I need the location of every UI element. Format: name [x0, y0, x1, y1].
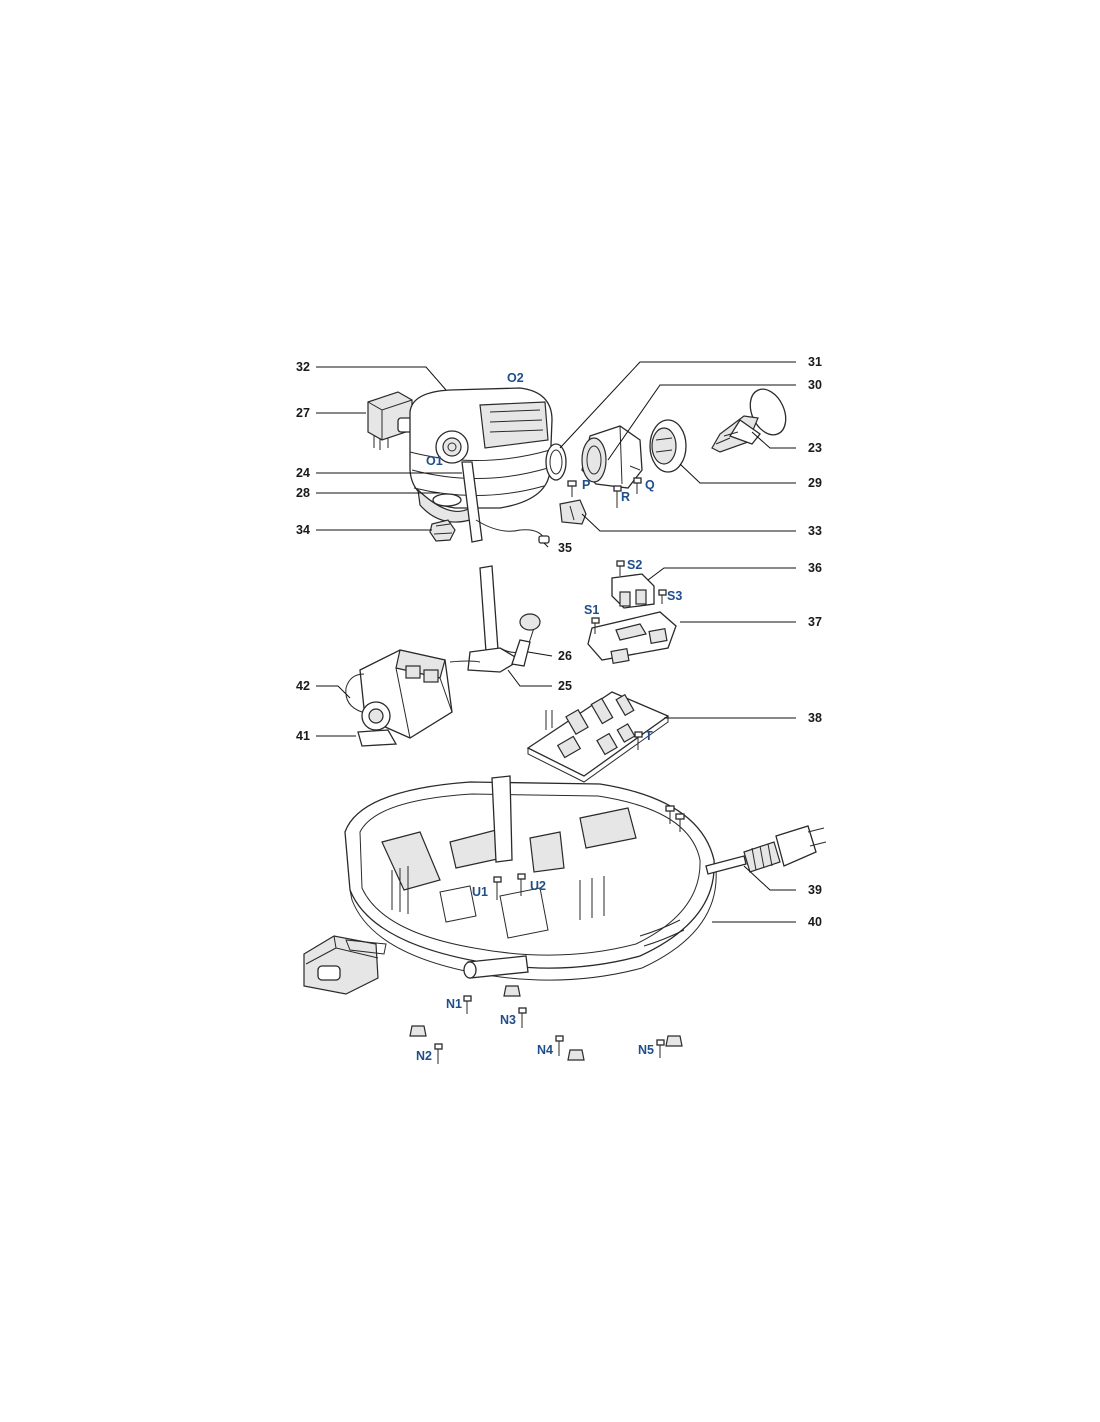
steam-tube — [461, 461, 483, 543]
code-n2: N2 — [416, 1049, 432, 1063]
callout-24: 24 — [296, 466, 310, 480]
callout-27: 27 — [296, 406, 310, 420]
group-head-parts — [559, 388, 787, 525]
callout-23: 23 — [808, 441, 822, 455]
screw-q — [633, 477, 642, 494]
code-n1: N1 — [446, 997, 462, 1011]
boiler-wire — [475, 519, 546, 541]
wire-connector — [538, 535, 550, 544]
screw-u2 — [517, 873, 526, 896]
screw-u1 — [493, 876, 502, 900]
screw-n2 — [434, 1043, 443, 1064]
base-screw-pair — [665, 805, 685, 832]
group-head — [581, 425, 643, 489]
screw-t — [634, 731, 643, 750]
foot-1 — [503, 985, 521, 997]
callout-32: 32 — [296, 360, 310, 374]
boiler-outlet-fitting — [435, 430, 469, 464]
portafilter — [711, 388, 787, 453]
callout-37: 37 — [808, 615, 822, 629]
screw-s3 — [658, 589, 667, 604]
thermostat — [429, 519, 456, 542]
switch-upper — [611, 573, 655, 609]
code-s1: S1 — [584, 603, 599, 617]
callout-40: 40 — [808, 915, 822, 929]
switch-lower — [587, 611, 677, 664]
boiler-gasket — [545, 443, 567, 481]
screw-n5 — [656, 1039, 665, 1058]
foot-3 — [567, 1049, 585, 1061]
pump-assembly — [345, 649, 453, 747]
fastener-codes: O2 O1 P Q R S2 S3 S1 T U1 U2 N1 N3 N2 N4… — [416, 371, 682, 1063]
power-cord — [705, 825, 827, 875]
code-o2: O2 — [507, 371, 524, 385]
steam-pipe-assembly — [449, 565, 541, 673]
foot-4 — [665, 1035, 683, 1047]
foot-2 — [409, 1025, 427, 1037]
shower-holder — [649, 419, 687, 473]
base — [344, 775, 717, 981]
screw-n1 — [463, 995, 472, 1014]
callout-numbers: 32 27 24 28 34 35 31 30 23 29 33 36 37 2… — [296, 355, 822, 929]
callout-42: 42 — [296, 679, 310, 693]
code-t: T — [645, 729, 653, 743]
callout-34: 34 — [296, 523, 310, 537]
code-n5: N5 — [638, 1043, 654, 1057]
solenoid-valve — [367, 391, 415, 450]
callout-31: 31 — [808, 355, 822, 369]
code-n3: N3 — [500, 1013, 516, 1027]
screw-r — [613, 485, 622, 508]
callout-41: 41 — [296, 729, 310, 743]
boiler-assembly — [367, 387, 567, 544]
code-o1: O1 — [426, 454, 443, 468]
screw-s2 — [616, 560, 625, 576]
callout-35: 35 — [558, 541, 572, 555]
code-u1: U1 — [472, 885, 488, 899]
code-s3: S3 — [667, 589, 682, 603]
callout-29: 29 — [808, 476, 822, 490]
callout-33: 33 — [808, 524, 822, 538]
switch-assembly — [587, 560, 677, 664]
callout-25: 25 — [558, 679, 572, 693]
callout-26: 26 — [558, 649, 572, 663]
code-s2: S2 — [627, 558, 642, 572]
callout-39: 39 — [808, 883, 822, 897]
callout-36: 36 — [808, 561, 822, 575]
callout-38: 38 — [808, 711, 822, 725]
screw-n4 — [555, 1035, 564, 1056]
screw-s1 — [591, 617, 600, 634]
callout-28: 28 — [296, 486, 310, 500]
code-u2: U2 — [530, 879, 546, 893]
leader-lines — [316, 361, 796, 923]
code-q: Q — [645, 478, 655, 492]
screw-p — [567, 480, 577, 497]
drip-tray-cover — [303, 935, 387, 995]
code-p: P — [582, 478, 590, 492]
screw-n3 — [518, 1007, 527, 1028]
code-n4: N4 — [537, 1043, 553, 1057]
circuit-board — [526, 691, 670, 783]
callout-30: 30 — [808, 378, 822, 392]
cup-support — [559, 499, 587, 525]
code-r: R — [621, 490, 630, 504]
